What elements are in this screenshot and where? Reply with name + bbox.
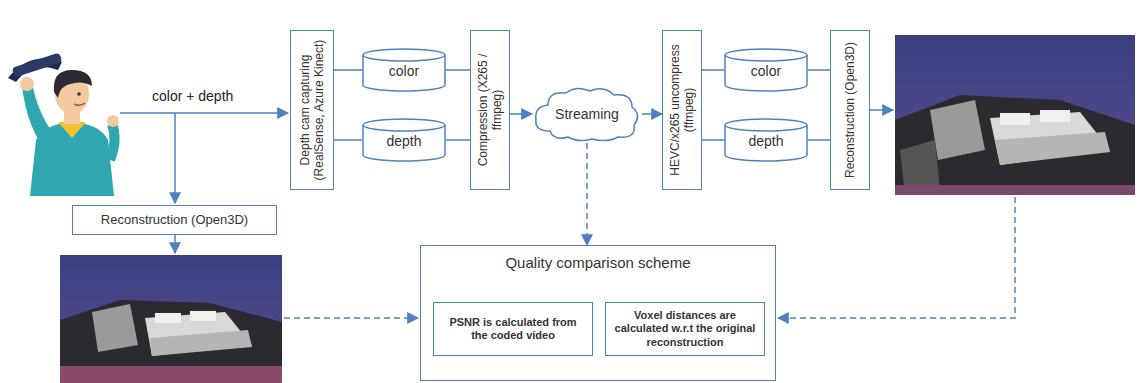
data-store: color bbox=[724, 48, 808, 92]
connector bbox=[586, 143, 588, 245]
person-illustration bbox=[8, 53, 119, 196]
network-cloud: Streaming bbox=[532, 85, 642, 143]
connector bbox=[642, 113, 662, 115]
box-label: Depth cam capturing (RealSense, Azure Ki… bbox=[298, 35, 327, 185]
store-label: depth bbox=[724, 133, 808, 150]
process-box: HEVC/x265 uncompress (ffmpeg) bbox=[662, 30, 702, 190]
process-box: Compression (X265 / ffmpeg) bbox=[470, 30, 510, 190]
connector bbox=[334, 69, 362, 71]
reconstruction-image bbox=[60, 255, 282, 383]
process-box: Reconstruction (Open3D) bbox=[72, 205, 277, 235]
connector bbox=[702, 139, 724, 141]
connector bbox=[510, 113, 532, 115]
store-label: color bbox=[724, 63, 808, 80]
group-box: Quality comparison schemePSNR is calcula… bbox=[420, 245, 776, 381]
process-box: Reconstruction (Open3D) bbox=[830, 30, 870, 190]
store-label: color bbox=[362, 63, 446, 80]
flow-label: color + depth bbox=[152, 88, 233, 104]
process-box: Depth cam capturing (RealSense, Azure Ki… bbox=[290, 30, 334, 190]
branch-line bbox=[174, 113, 176, 203]
reconstruction-image bbox=[895, 35, 1135, 195]
input-line bbox=[120, 112, 288, 114]
data-store: depth bbox=[724, 118, 808, 162]
box-label: Reconstruction (Open3D) bbox=[95, 208, 254, 232]
connector bbox=[808, 139, 830, 141]
connector bbox=[334, 139, 362, 141]
box-label: Voxel distances are calculated w.r.t the… bbox=[606, 305, 764, 353]
dashed-line bbox=[284, 317, 418, 319]
info-box: PSNR is calculated from the coded video bbox=[433, 302, 593, 356]
info-box: Voxel distances are calculated w.r.t the… bbox=[605, 302, 765, 356]
connector bbox=[808, 69, 830, 71]
connector bbox=[446, 139, 470, 141]
box-label: Compression (X265 / ffmpeg) bbox=[476, 35, 505, 185]
connector bbox=[702, 69, 724, 71]
dashed-line bbox=[778, 197, 1015, 318]
box-label: HEVC/x265 uncompress (ffmpeg) bbox=[668, 35, 697, 185]
connector bbox=[446, 69, 470, 71]
box-label: PSNR is calculated from the coded video bbox=[434, 312, 592, 346]
store-label: depth bbox=[362, 133, 446, 150]
group-title: Quality comparison scheme bbox=[421, 246, 775, 272]
cloud-label: Streaming bbox=[532, 106, 642, 123]
data-store: depth bbox=[362, 118, 446, 162]
box-label: Reconstruction (Open3D) bbox=[843, 35, 857, 185]
output-line bbox=[870, 109, 893, 111]
data-store: color bbox=[362, 48, 446, 92]
